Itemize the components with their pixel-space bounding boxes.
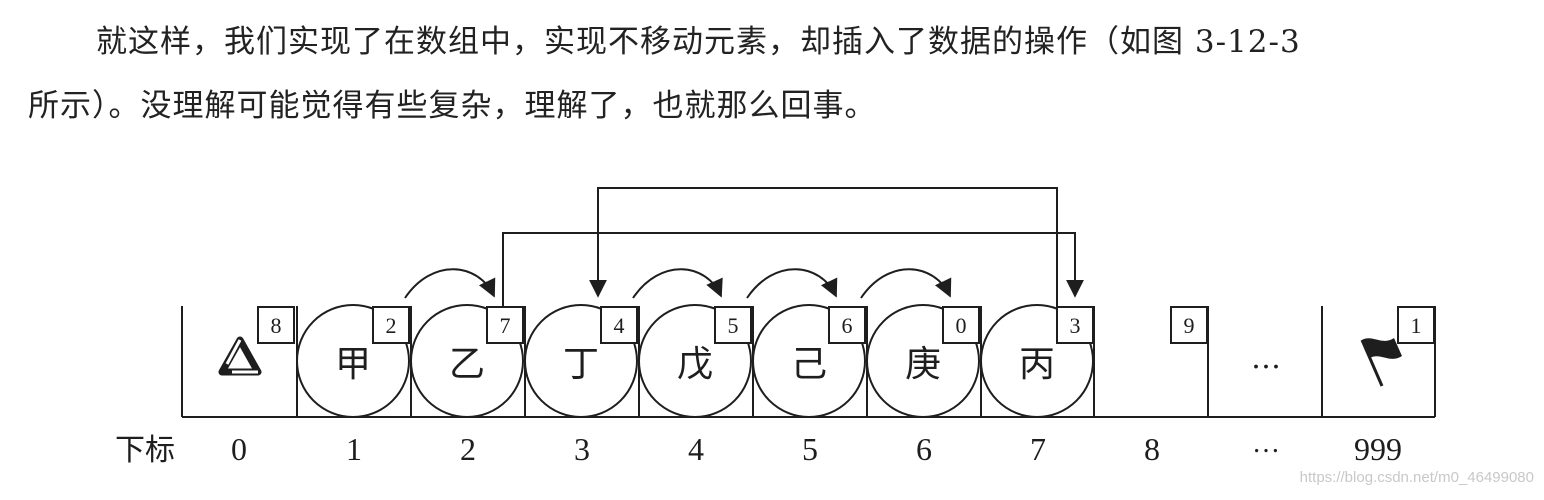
cell-content-3: 丁 [563,344,599,385]
cursor-value-5: 6 [842,313,853,338]
cursor-value-1: 2 [386,313,397,338]
long-arrows [502,187,1084,307]
cursor-box-7 [1056,306,1094,344]
circle-6 [866,304,980,418]
cursor-value-2: 7 [500,313,511,338]
arrow-5-to-6 [860,268,952,299]
circle-4 [638,304,752,418]
cursor-value-0: 8 [271,313,282,338]
arrow-7-to-3 [589,187,1058,307]
cell-content-6: 庚 [905,344,941,385]
circle-7 [980,304,1094,418]
cursor-box-4 [714,306,752,344]
paragraph-line-2: 所示）。没理解可能觉得有些复杂，理解了，也就那么回事。 [28,88,877,124]
index-2: 2 [460,431,476,467]
cell-content-7: 丙 [1019,344,1055,385]
row-label: 下标 [115,433,175,468]
index-6: 6 [916,431,932,467]
cursor-box-5 [828,306,866,344]
cursor-value-999: 1 [1411,313,1422,338]
cell-content-4: 戊 [677,344,713,385]
cursor-box-0 [257,306,295,344]
cell-content-2: 乙 [449,344,485,385]
circle-3 [524,304,638,418]
cursor-value-7: 3 [1070,313,1081,338]
cursor-boxes [257,306,1435,344]
arrow-4-to-5 [746,268,838,299]
paragraph-line-1: 就这样，我们实现了在数组中，实现不移动元素，却插入了数据的操作（如图 3-12-… [96,24,1301,60]
cursor-box-2 [486,306,524,344]
index-7: 7 [1030,431,1046,467]
index-8: 8 [1144,431,1160,467]
next-arrows [404,268,952,299]
cursor-box-1 [372,306,410,344]
circle-1 [296,304,410,418]
cursor-value-8: 9 [1184,313,1195,338]
arrow-3-to-4 [632,268,723,299]
cursor-value-3: 4 [614,313,625,338]
arrow-1-to-2 [404,268,496,299]
index-1: 1 [346,431,362,467]
circle-2 [410,304,524,418]
cursor-box-999 [1397,306,1435,344]
cursor-values: 8 2 7 4 5 6 0 3 9 1 [271,313,1422,338]
cell-content-ellipsis: … [1251,341,1281,376]
cursor-box-6 [942,306,980,344]
arrow-2-to-7 [502,232,1084,307]
flag-icon [1360,338,1402,387]
index-999: 999 [1354,431,1402,467]
recycle-icon [218,336,262,376]
cursor-value-6: 0 [956,313,967,338]
cell-content-5: 己 [791,344,827,385]
cell-content-1: 甲 [335,344,371,385]
index-labels: 下标 0 1 2 3 4 5 6 7 8 … 999 [115,428,1402,468]
circle-5 [752,304,866,418]
index-ellipsis: … [1252,428,1280,459]
cursor-box-3 [600,306,638,344]
index-3: 3 [574,431,590,467]
index-4: 4 [688,431,704,467]
index-5: 5 [802,431,818,467]
watermark: https://blog.csdn.net/m0_46499080 [1299,469,1534,486]
cursor-value-4: 5 [728,313,739,338]
cursor-box-8 [1170,306,1208,344]
element-circles [296,304,1094,418]
index-0: 0 [231,431,247,467]
cell-contents: 甲 乙 丁 戊 己 庚 丙 … [335,341,1281,385]
